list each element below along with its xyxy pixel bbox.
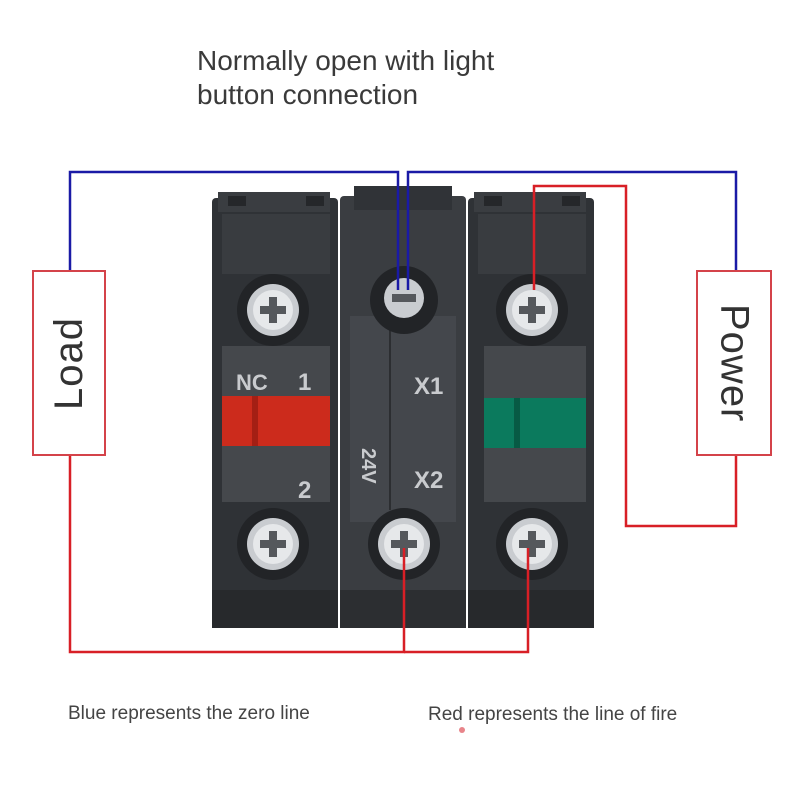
x2-label: X2 [414, 467, 443, 494]
screw-nc-bottom [237, 508, 309, 580]
terminal-1-label: 1 [298, 369, 311, 396]
red-caption: Red represents the line of fire [428, 704, 678, 725]
fire-line-wire-no [404, 548, 530, 654]
nc-label: NC [236, 370, 268, 395]
x1-label: X1 [414, 373, 443, 400]
screw-nc-top [237, 274, 309, 346]
diagram-title: Normally open with light button connecti… [197, 44, 617, 112]
screw-x2 [368, 508, 440, 580]
red-dot-marker [459, 727, 465, 733]
screw-no-top [496, 274, 568, 346]
terminal-2-label: 2 [298, 477, 311, 504]
zero-line-wire-load [68, 170, 400, 290]
fire-line-wire-load [68, 456, 406, 654]
screw-x1 [370, 266, 438, 334]
title-line-2: button connection [197, 79, 419, 110]
blue-caption: Blue represents the zero line [68, 703, 310, 724]
power-box: Power [696, 270, 772, 456]
voltage-label: 24V [357, 448, 379, 484]
screw-no-bottom [496, 508, 568, 580]
zero-line-wire-power [406, 170, 738, 290]
fire-line-wire-power [532, 184, 738, 528]
load-box: Load [32, 270, 106, 456]
power-label: Power [712, 303, 757, 423]
no-green-contact [484, 398, 586, 448]
load-label: Load [46, 316, 91, 410]
title-line-1: Normally open with light [197, 45, 495, 76]
nc-red-contact [222, 396, 330, 446]
